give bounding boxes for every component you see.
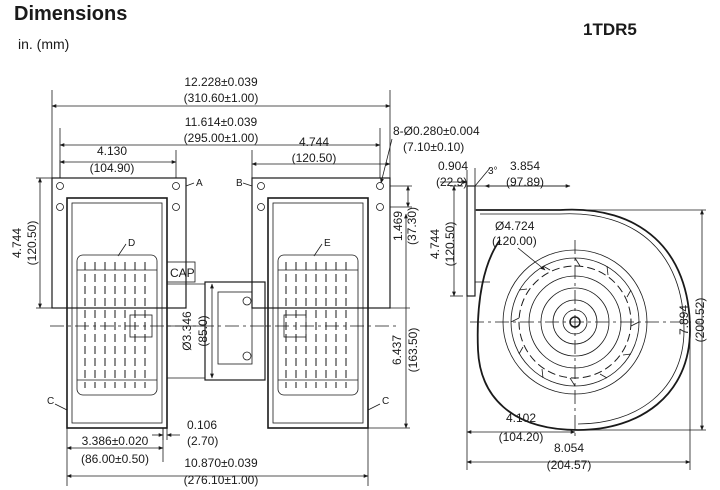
label-b: B — [236, 178, 243, 189]
dim-housing-height: 7.894 — [677, 305, 691, 335]
dim-wheel-dia: Ø4.724 — [495, 219, 535, 233]
right-housing — [267, 197, 369, 429]
dim-hole-vert: 1.469 — [391, 211, 405, 241]
dim-wheel-width-mm: (86.00±0.50) — [81, 452, 149, 466]
mounting-holes — [56, 182, 384, 211]
label-c-left: C — [47, 396, 54, 407]
dim-right-flange-mm: (120.50) — [292, 151, 337, 165]
dim-right-flange: 4.744 — [299, 135, 329, 149]
page-title: Dimensions — [14, 3, 128, 25]
dim-left-height: 4.744 — [10, 228, 24, 258]
dim-flange-offset: 0.904 — [438, 159, 468, 173]
dim-side-width: 8.054 — [554, 441, 584, 455]
right-flange — [251, 177, 391, 309]
dim-center-offset-mm: (104.20) — [499, 430, 544, 444]
dim-left-height-mm: (120.50) — [25, 221, 39, 266]
dim-gap: 0.106 — [187, 418, 217, 432]
dim-holes: 8-Ø0.280±0.004 — [393, 124, 480, 138]
label-cap: CAP — [170, 266, 195, 280]
right-wheel — [277, 254, 359, 396]
units-label: in. (mm) — [18, 36, 70, 52]
motor-body — [204, 281, 266, 381]
dim-left-flange-mm: (104.90) — [90, 161, 135, 175]
label-c-right: C — [382, 396, 389, 407]
dim-motor-dia-mm: (85.0) — [196, 315, 210, 346]
dim-hole-spacing: 11.614±0.039 — [185, 115, 258, 129]
dim-angle: 3° — [488, 166, 498, 177]
left-wheel — [76, 254, 158, 396]
label-e: E — [324, 238, 331, 249]
label-a: A — [196, 178, 203, 189]
front-view: CAP A B D E C C 12.228±0.039 (310.60±1.0… — [10, 75, 480, 487]
side-wheel-blades — [510, 257, 640, 387]
dim-left-flange: 4.130 — [97, 144, 127, 158]
dim-holes-mm: (7.10±0.10) — [403, 140, 464, 154]
dim-center-offset: 4.102 — [506, 411, 536, 425]
dim-motor-dia: Ø3.346 — [180, 311, 194, 351]
dim-outlet-height: 3.854 — [510, 159, 540, 173]
dim-side-width-mm: (204.57) — [547, 458, 592, 472]
capacitor — [166, 261, 196, 283]
dim-hole-vert-mm: (37.30) — [405, 207, 419, 245]
side-flange — [466, 185, 476, 297]
dim-overall-length-mm: (276.10±1.00) — [184, 473, 259, 487]
left-flange — [51, 177, 187, 309]
dim-side-flange-height-mm: (120.50) — [443, 222, 457, 267]
dim-gap-mm: (2.70) — [187, 434, 218, 448]
dim-side-flange-height: 4.744 — [428, 229, 442, 259]
side-view: 0.904 (22.9) 3° 3.854 (97.89) 4.744 (120… — [428, 159, 707, 472]
dim-overall-width-mm: (310.60±1.00) — [184, 91, 259, 105]
scroll-housing — [476, 208, 691, 431]
dim-outlet-height-mm: (97.89) — [506, 175, 544, 189]
dim-flange-offset-mm: (22.9) — [436, 175, 467, 189]
dim-wheel-width: 3.386±0.020 — [82, 434, 149, 448]
label-d: D — [128, 238, 135, 249]
dim-overall-length: 10.870±0.039 — [184, 456, 258, 470]
dim-center-height: 6.437 — [390, 335, 404, 365]
dim-wheel-dia-mm: (120.00) — [492, 234, 537, 248]
left-housing — [66, 197, 168, 429]
dim-center-height-mm: (163.50) — [406, 328, 420, 373]
model-number: 1TDR5 — [583, 20, 637, 39]
dim-housing-height-mm: (200.52) — [693, 298, 707, 343]
dim-overall-width: 12.228±0.039 — [184, 75, 258, 89]
dim-hole-spacing-mm: (295.00±1.00) — [184, 131, 259, 145]
